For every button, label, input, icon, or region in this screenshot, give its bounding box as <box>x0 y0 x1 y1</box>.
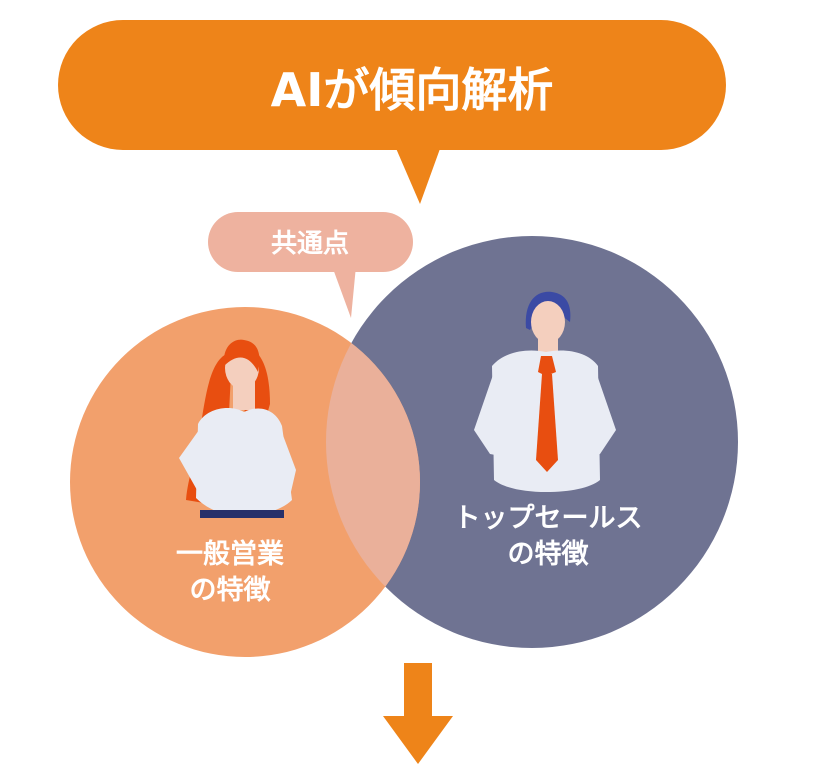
general-sales-label-line2: の特徴 <box>190 575 272 606</box>
top-sales-label-line1: トップセールス <box>454 503 643 534</box>
header-bubble: AIが傾向解析 <box>58 20 726 204</box>
common-points-label: 共通点 <box>271 228 349 259</box>
down-arrow-icon <box>383 663 453 764</box>
general-sales-label-line1: 一般営業 <box>176 538 284 570</box>
common-points-bubble: 共通点 <box>208 212 413 318</box>
top-sales-label-line2: の特徴 <box>508 539 590 570</box>
businessman-figure-icon <box>474 291 616 492</box>
header-title: AIが傾向解析 <box>271 63 554 117</box>
businesswoman-figure-icon <box>179 339 296 518</box>
